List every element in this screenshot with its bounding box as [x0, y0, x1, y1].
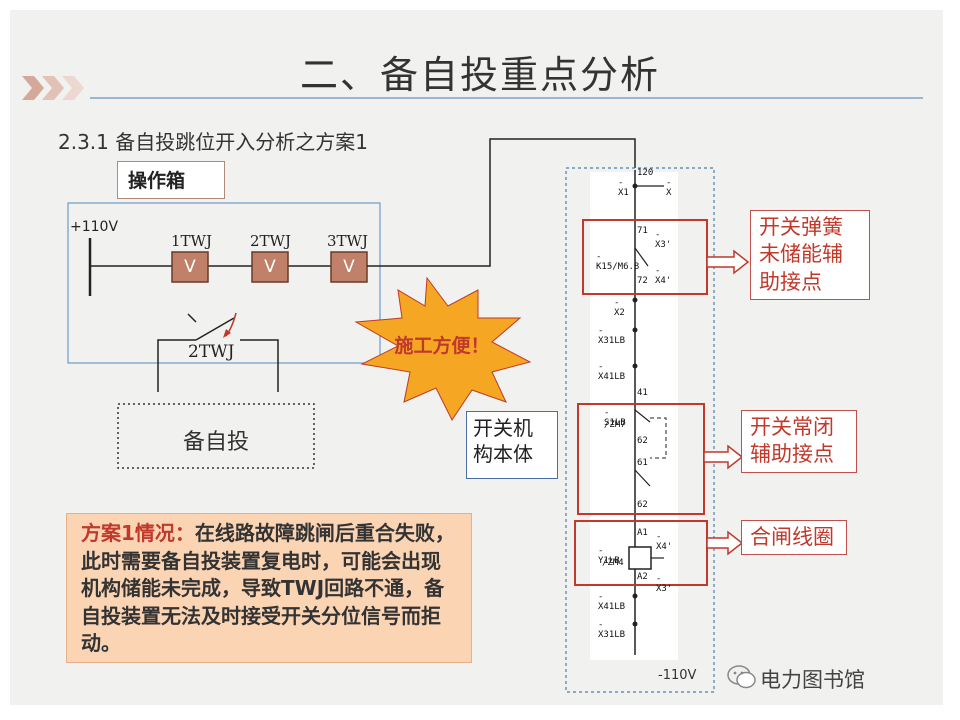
terminal-label: -X3'	[656, 574, 673, 594]
operation-box-frame	[67, 202, 381, 364]
terminal-label: -X3'	[655, 230, 672, 250]
contact-blade	[195, 317, 235, 341]
relay-label: 2TWJ	[250, 232, 291, 250]
terminal-label: -X1	[618, 178, 629, 198]
pin-label: 61	[637, 458, 648, 468]
terminal-label: /ZM4	[602, 558, 624, 568]
relay-1twj	[171, 251, 209, 283]
arrow-right-icon	[706, 249, 750, 275]
title-decoration	[22, 76, 923, 100]
callout-spring-contact: 开关弹簧未储能辅助接点	[750, 210, 870, 300]
terminal-label: -Y1LB	[598, 546, 620, 566]
schematic-paper	[590, 172, 678, 660]
k15-contact	[634, 247, 649, 267]
wechat-logo-icon	[727, 665, 756, 689]
contact-label: 2TWJ	[188, 342, 235, 362]
wire	[157, 339, 196, 392]
operation-box-label: 操作箱	[117, 161, 225, 199]
relay-symbol: V	[264, 257, 276, 277]
pin-label: 41	[637, 388, 648, 398]
terminal-label: -X4'	[656, 532, 673, 552]
terminal-label: -X2	[614, 298, 625, 318]
terminal-dots	[632, 183, 638, 627]
s1lb-contact-2	[634, 469, 651, 487]
callout-nc-contact: 开关常闭辅助接点	[741, 410, 857, 473]
chevron-icon	[22, 76, 44, 100]
terminal-label: /ZM7	[604, 420, 626, 430]
page-title: 二、备自投重点分析	[299, 53, 660, 97]
pin-label: A2	[637, 572, 648, 582]
callout-closing-coil: 合闸线圈	[741, 520, 847, 556]
terminal-label: -X31LB	[598, 620, 626, 640]
relay-symbol: V	[184, 257, 196, 277]
relay-3twj	[330, 251, 368, 283]
terminal-label: -K15/M6.8	[596, 252, 640, 272]
wire	[240, 339, 279, 392]
terminal-label: -X31LB	[598, 326, 626, 346]
wire-to-mechanism	[367, 138, 636, 267]
pin-label: 62	[637, 500, 648, 510]
terminal-label: -X4'	[655, 266, 672, 286]
pin-label: 72	[637, 276, 648, 286]
chevron-icon	[62, 76, 84, 100]
terminal-label: -X41LB	[598, 362, 626, 382]
pin-label: 120	[637, 168, 654, 178]
relay-symbol: V	[343, 257, 355, 277]
relay-label: 1TWJ	[171, 232, 212, 250]
positive-voltage-label: +110V	[70, 219, 119, 235]
terminal-label: -S1LB	[604, 408, 626, 428]
relay-2twj	[251, 251, 289, 283]
scenario-note: 方案1情况：在线路故障跳闸后重合失败，此时需要备自投装置复电时，可能会出现机构储…	[66, 513, 472, 663]
mechanism-label: 开关机构本体	[466, 411, 558, 479]
arrow-right-icon	[703, 444, 744, 470]
relay-label: 3TWJ	[327, 232, 368, 250]
s1lb-contact	[634, 409, 651, 423]
pin-label: A1	[637, 528, 648, 538]
note-lead: 方案1情况：	[81, 521, 195, 545]
closing-coil-symbol	[628, 546, 652, 570]
arrow-head-icon	[223, 329, 231, 338]
s1lb-linkage	[650, 417, 667, 459]
contact-mark	[187, 313, 197, 323]
chevron-icon	[42, 76, 64, 100]
section-subtitle: 2.3.1 备自投跳位开入分析之方案1	[58, 130, 368, 154]
bzt-label: 备自投	[182, 430, 249, 455]
note-body: 在线路故障跳闸后重合失败，此时需要备自投装置复电时，可能会出现机构储能未完成，导…	[81, 521, 455, 656]
starburst-text: 施工方便！	[394, 335, 490, 357]
arrow-right-icon	[706, 530, 744, 556]
terminal-label: -X	[666, 178, 672, 198]
mechanism-frame	[565, 167, 715, 693]
pin-label: 62	[637, 436, 648, 446]
watermark-text: 电力图书馆	[760, 668, 865, 692]
pin-label: 71	[637, 226, 648, 236]
negative-voltage-label: -110V	[658, 668, 697, 683]
starburst-shape	[354, 276, 532, 421]
terminal-label: -X41LB	[598, 592, 626, 612]
highlight-closing-coil	[574, 520, 708, 586]
